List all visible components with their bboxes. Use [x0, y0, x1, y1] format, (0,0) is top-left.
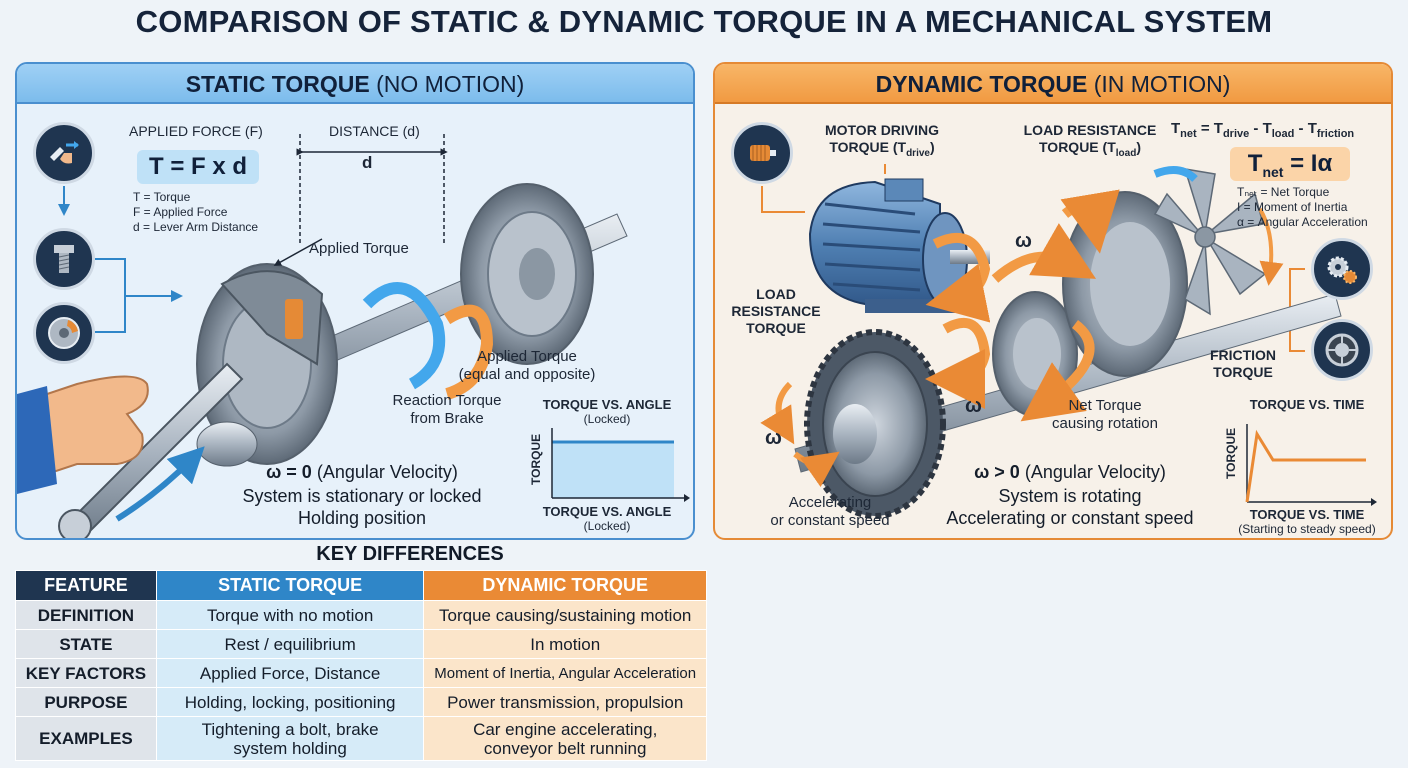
wheel-icon — [1311, 319, 1373, 381]
net-torque-equation: Tnet = Tdrive - Tload - Tfriction — [1171, 120, 1355, 140]
col-static: STATIC TORQUE — [155, 570, 425, 601]
hand-push-icon — [33, 122, 95, 184]
static-formula: T = F x d — [137, 150, 259, 184]
table-header-row: FEATURE STATIC TORQUE DYNAMIC TORQUE — [15, 570, 707, 601]
static-legend-2: F = Applied Force — [133, 205, 228, 219]
table-row: STATE Rest / equilibrium In motion — [15, 629, 707, 659]
static-torque-panel: STATIC TORQUE (NO MOTION) — [15, 62, 695, 540]
row-feature: DEFINITION — [15, 600, 157, 630]
hand — [17, 375, 149, 494]
table-row: EXAMPLES Tightening a bolt, brake system… — [15, 716, 707, 761]
row-dynamic: In motion — [423, 629, 707, 659]
dynamic-legend-3: α = Angular Acceleration — [1237, 215, 1368, 229]
brake-disc-icon — [33, 302, 95, 364]
dynamic-state-line2: Accelerating or constant speed — [946, 508, 1194, 528]
page-title: COMPARISON OF STATIC & DYNAMIC TORQUE IN… — [135, 4, 1273, 39]
omega-symbol-3: ω — [765, 427, 782, 449]
distance-dimension — [273, 134, 448, 266]
static-illustration — [17, 134, 628, 538]
torque-vs-angle-chart: TORQUE VS. ANGLE(Locked) TORQUE TORQUE V… — [522, 394, 692, 534]
dynamic-formula: Tnet = Iα — [1230, 147, 1350, 181]
table-row: KEY FACTORS Applied Force, Distance Mome… — [15, 658, 707, 688]
brake-caliper — [196, 263, 338, 467]
row-static: Rest / equilibrium — [155, 629, 425, 659]
omega-symbol-2: ω — [965, 395, 982, 417]
row-feature: EXAMPLES — [15, 716, 157, 761]
brake-disc-right — [460, 183, 594, 365]
col-dynamic: DYNAMIC TORQUE — [423, 570, 707, 601]
fan-rotation-arrow — [1153, 166, 1198, 183]
row-dynamic: Torque causing/sustaining motion — [423, 600, 707, 630]
chart-xlabel: TORQUE VS. TIME(Starting to steady speed… — [1238, 507, 1376, 537]
key-differences-table: FEATURE STATIC TORQUE DYNAMIC TORQUE DEF… — [15, 570, 707, 761]
static-state-line1: System is stationary or locked — [242, 486, 482, 506]
row-dynamic: Moment of Inertia, Angular Acceleration — [423, 658, 707, 688]
chart-xlabel: TORQUE VS. ANGLE(Locked) — [542, 504, 672, 534]
applied-torque-label-right: Applied Torque(equal and opposite) — [458, 348, 596, 383]
fan — [1153, 168, 1267, 316]
dynamic-torque-panel: DYNAMIC TORQUE (IN MOTION) — [713, 62, 1393, 540]
col-feature: FEATURE — [15, 570, 157, 601]
row-feature: STATE — [15, 629, 157, 659]
chart-title: TORQUE VS. ANGLE(Locked) — [542, 397, 672, 427]
row-feature: PURPOSE — [15, 687, 157, 717]
gear-left — [804, 329, 946, 519]
row-static: Applied Force, Distance — [155, 658, 425, 688]
table-row: PURPOSE Holding, locking, positioning Po… — [15, 687, 707, 717]
chart-ylabel: TORQUE — [1224, 427, 1238, 479]
row-dynamic: Power transmission, propulsion — [423, 687, 707, 717]
static-state-line2: Holding position — [297, 508, 427, 528]
dynamic-legend-1: Tₙₑₜ = Net Torque — [1237, 185, 1330, 199]
dynamic-rotation-arrows — [760, 189, 1120, 488]
row-static: Holding, locking, positioning — [155, 687, 425, 717]
row-dynamic: Car engine accelerating, conveyor belt r… — [423, 716, 707, 761]
static-panel-header: STATIC TORQUE (NO MOTION) — [17, 64, 693, 104]
chart-title: TORQUE VS. TIME — [1249, 397, 1365, 412]
torque-time-curve — [1245, 429, 1366, 503]
static-legend-1: T = Torque — [133, 190, 191, 204]
row-feature: KEY FACTORS — [15, 658, 157, 688]
row-static: Torque with no motion — [155, 600, 425, 630]
distance-label: DISTANCE (d) — [329, 123, 420, 139]
applied-torque-label-top: Applied Torque — [309, 240, 409, 257]
omega-symbol-1: ω — [1015, 230, 1032, 252]
key-differences-title: KEY DIFFERENCES — [316, 543, 504, 565]
static-omega-line: ω = 0 (Angular Velocity) — [266, 462, 458, 482]
chart-ylabel: TORQUE — [529, 433, 543, 485]
dynamic-omega-line: ω > 0 (Angular Velocity) — [974, 462, 1166, 482]
dynamic-illustration — [760, 164, 1342, 519]
dynamic-state-line1: System is rotating — [998, 486, 1142, 506]
static-legend-3: d = Lever Arm Distance — [133, 220, 259, 234]
applied-force-label: APPLIED FORCE (F) — [129, 123, 263, 139]
row-static: Tightening a bolt, brake system holding — [155, 716, 425, 761]
dynamic-panel-header: DYNAMIC TORQUE (IN MOTION) — [715, 64, 1391, 104]
rotation-arrows — [362, 282, 494, 400]
table-row: DEFINITION Torque with no motion Torque … — [15, 600, 707, 630]
motor-icon — [731, 122, 793, 184]
friction-arrow — [1258, 207, 1284, 286]
gears-icon — [1311, 238, 1373, 300]
wrench — [58, 362, 244, 538]
bolt-icon — [33, 228, 95, 290]
torque-vs-time-chart: TORQUE VS. TIME TORQUE TORQUE VS. TIME(S… — [1223, 394, 1391, 537]
dynamic-legend-2: I = Moment of Inertia — [1237, 200, 1348, 214]
distance-d-mark: d — [362, 153, 373, 172]
locked-torque-area — [552, 442, 674, 498]
push-arrow — [115, 446, 205, 522]
icon-connectors — [58, 186, 183, 333]
